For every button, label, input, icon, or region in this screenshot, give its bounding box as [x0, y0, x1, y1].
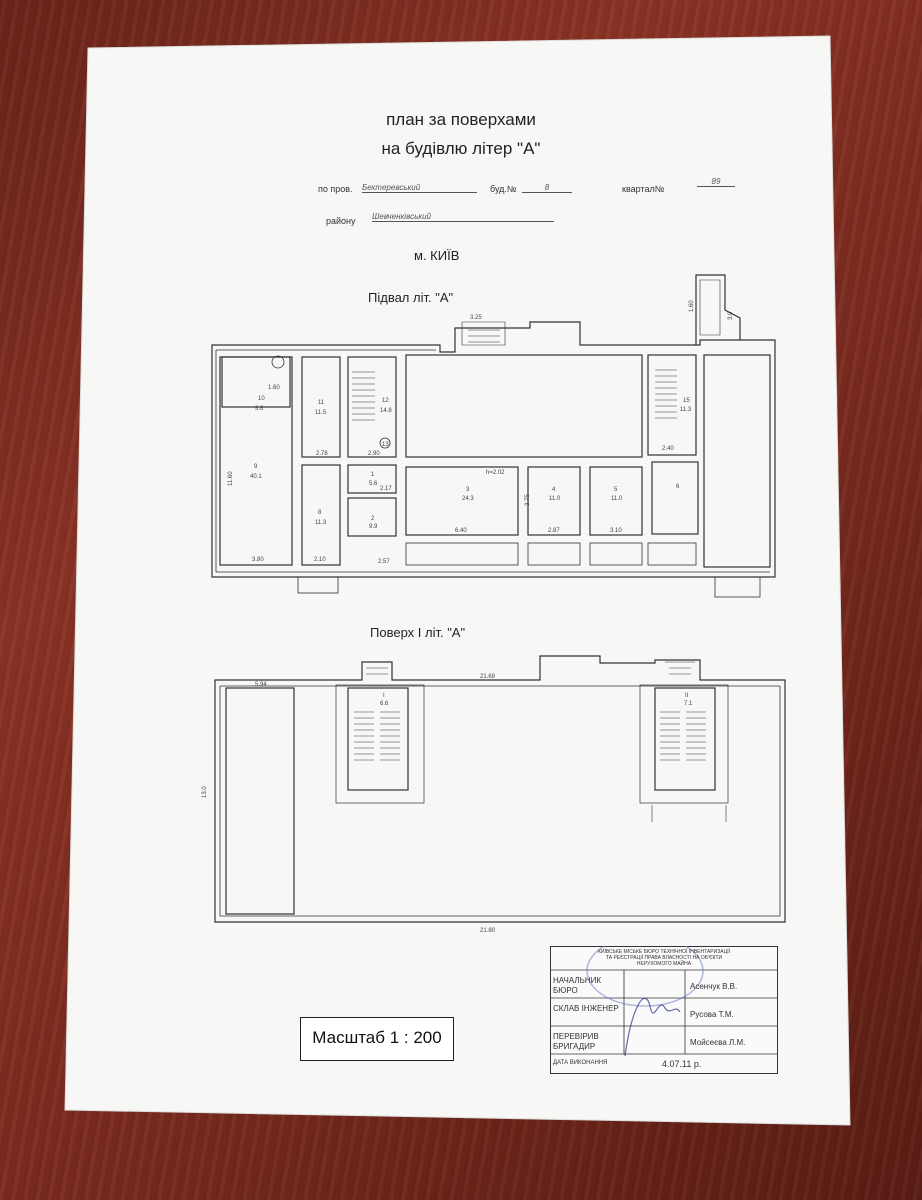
basement-label: 14.8	[380, 408, 392, 414]
room-2	[347, 497, 397, 537]
stamp-date-label: ДАТА ВИКОНАННЯ	[553, 1060, 608, 1066]
floor1-label: II	[685, 693, 689, 699]
basement-label: 8	[318, 510, 322, 516]
basement-label: 3.75	[525, 494, 531, 506]
basement-label: 2.87	[548, 528, 560, 534]
building-value: 8	[522, 183, 572, 193]
floor1-stair-2	[654, 687, 716, 791]
basement-label: h=2.02	[486, 470, 505, 476]
title-stamp: КИЇВСЬКЕ МІСЬКЕ БЮРО ТЕХНІЧНОЇ ІНВЕНТАРИ…	[550, 946, 778, 1074]
building-label: буд.№	[490, 184, 517, 194]
basement-label: 11.0	[549, 496, 561, 502]
basement-label: 2.78	[316, 451, 328, 457]
floor1-label: I	[383, 693, 385, 699]
stamp-frame	[550, 946, 778, 1074]
quarter-label: квартал№	[622, 184, 665, 194]
floor1-label: 13.0	[202, 786, 208, 798]
basement-label: 5.6	[369, 481, 378, 487]
room-9	[219, 356, 293, 566]
room-5	[589, 466, 643, 536]
room-10	[221, 356, 291, 408]
basement-label: 6.40	[455, 528, 467, 534]
room-east	[703, 354, 771, 568]
stamp-header-line: ТА РЕЄСТРАЦІЇ ПРАВА ВЛАСНОСТІ НА ОБ'ЄКТИ	[605, 955, 723, 961]
title-line-1: план за поверхами	[386, 110, 536, 129]
basement-label: 9	[254, 464, 258, 470]
basement-heading: Підвал літ. "А"	[368, 290, 454, 305]
basement-label: 11.0	[611, 496, 623, 502]
district-value: Шевченківський	[372, 212, 554, 222]
basement-label: 3.25	[470, 315, 482, 321]
floor1-label: 6.6	[380, 701, 389, 707]
basement-label: 3.80	[252, 557, 264, 563]
basement-label: 4	[552, 487, 556, 493]
basement-label: 5	[614, 487, 618, 493]
basement-label: 40.1	[250, 474, 262, 480]
floor1-label: 5.94	[255, 682, 267, 688]
basement-label: 11.60	[228, 471, 234, 486]
room-12	[347, 356, 397, 458]
basement-label: 9.9	[369, 524, 378, 530]
stamp-role-engineer: СКЛАВ ІНЖЕНЕР	[553, 1004, 619, 1013]
basement-label: 3.10	[610, 528, 622, 534]
room-15	[647, 354, 697, 456]
basement-label: 6	[676, 484, 680, 490]
basement-label: 1.60	[689, 300, 695, 312]
stamp-role-foreman: ПЕРЕВІРИВ БРИГАДИР	[553, 1032, 599, 1051]
room-3	[405, 466, 519, 536]
basement-label: 3.8	[255, 406, 264, 412]
basement-outline	[211, 321, 776, 578]
basement-tower	[695, 274, 741, 345]
basement-label: 15	[683, 398, 690, 404]
stamp-date-value: 4.07.11 р.	[662, 1059, 702, 1069]
basement-label: 3.0	[728, 311, 734, 320]
stamp-role-head: НАЧАЛЬНИК БЮРО	[553, 976, 602, 995]
basement-label: 2.90	[368, 451, 380, 457]
floor1-label: 21.69	[480, 674, 496, 680]
district-label: району	[326, 216, 356, 226]
city-name: м. КИЇВ	[414, 248, 460, 263]
basement-label: 2.40	[662, 446, 674, 452]
floor1-label: 7.1	[684, 701, 693, 707]
basement-label: 11.5	[315, 410, 327, 416]
large-room-north	[405, 354, 643, 458]
basement-label: 12	[382, 398, 389, 404]
room-8	[301, 464, 341, 566]
street-value: Бехтеревський	[362, 183, 477, 193]
scale-box: Масштаб 1 : 200	[300, 1017, 454, 1061]
basement-label: 2.10	[314, 557, 326, 563]
basement-label: 11.3	[680, 407, 692, 413]
basement-label: 2.17	[380, 486, 392, 492]
room-11	[301, 356, 341, 458]
room-1	[347, 464, 397, 494]
basement-label: 24.3	[462, 496, 474, 502]
room-4	[527, 466, 581, 536]
basement-label: 13	[382, 442, 389, 448]
floor1-heading: Поверх І літ. "А"	[370, 625, 466, 640]
basement-label: 2.57	[378, 559, 390, 565]
stamp-name-head: Асенчук В.В.	[690, 982, 738, 991]
basement-label: 3	[466, 487, 470, 493]
stamp-header-line: НЕРУХОМОГО МАЙНА	[636, 961, 692, 967]
basement-label: 1	[371, 472, 375, 478]
stamp-name-engineer: Русова Т.М.	[690, 1010, 734, 1019]
title-line-2: на будівлю літер "А"	[381, 139, 541, 158]
stamp-name-foreman: Мойсеєва Л.М.	[690, 1038, 746, 1047]
basement-label: 11	[318, 400, 325, 406]
quarter-value: 89	[697, 177, 735, 187]
basement-label: 1.60	[268, 385, 280, 391]
stamp-header-line: КИЇВСЬКЕ МІСЬКЕ БЮРО ТЕХНІЧНОЇ ІНВЕНТАРИ…	[597, 949, 731, 955]
room-6	[651, 461, 699, 535]
basement-label: 11.3	[315, 520, 327, 526]
basement-label: 10	[258, 396, 265, 402]
floor1-outline	[214, 655, 786, 923]
floor1-stair-1	[347, 687, 409, 791]
basement-label: 2	[371, 516, 375, 522]
street-label: по пров.	[318, 184, 353, 194]
floor1-label: 21.80	[480, 928, 496, 934]
floor1-room-west	[225, 687, 295, 915]
